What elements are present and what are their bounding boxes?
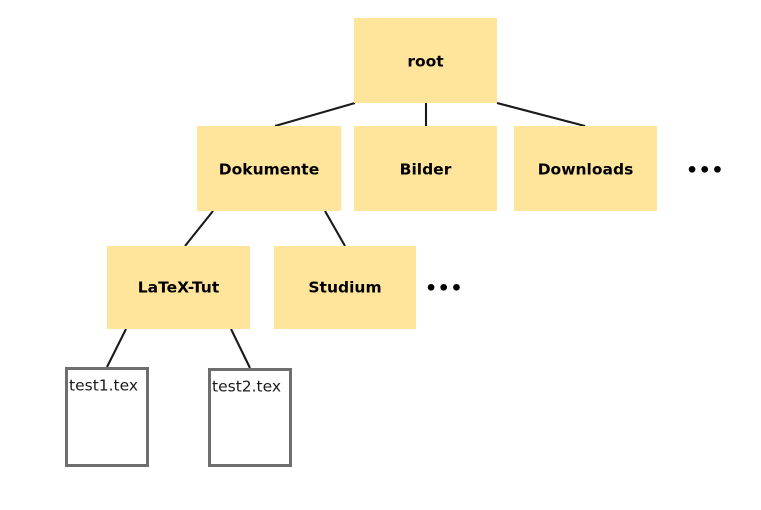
node-latex-tut[interactable]: LaTeX-Tut xyxy=(107,246,250,329)
node-dokumente[interactable]: Dokumente xyxy=(197,126,341,211)
node-latex-tut-box[interactable] xyxy=(107,246,250,329)
node-dokumente-label: Dokumente xyxy=(219,161,319,179)
edge-root-downloads xyxy=(496,101,586,128)
node-dokumente-box[interactable] xyxy=(197,126,341,211)
edge-latex-tut-test2 xyxy=(230,328,251,369)
node-root-box[interactable] xyxy=(354,18,497,103)
node-bilder-box[interactable] xyxy=(354,126,497,211)
node-latex-tut-label: LaTeX-Tut xyxy=(138,279,220,297)
node-downloads-label: Downloads xyxy=(538,161,634,179)
ellipsis-level2: ••• xyxy=(425,278,463,300)
node-studium-label: Studium xyxy=(308,279,381,297)
node-studium-box[interactable] xyxy=(274,246,416,329)
node-downloads-box[interactable] xyxy=(514,126,657,211)
node-test2-tex-label: test2.tex xyxy=(212,378,281,396)
edge-group xyxy=(106,101,586,369)
node-test2-tex-box[interactable] xyxy=(208,368,292,467)
node-test1-tex-label: test1.tex xyxy=(69,377,138,395)
node-test2-tex[interactable]: test2.tex xyxy=(208,368,292,467)
edge-dokumente-studium xyxy=(324,210,346,247)
edge-latex-tut-test1 xyxy=(106,328,127,368)
node-root-label: root xyxy=(407,53,444,71)
node-test1-tex-box[interactable] xyxy=(65,367,149,467)
node-bilder-label: Bilder xyxy=(400,161,452,179)
node-studium[interactable]: Studium xyxy=(274,246,416,329)
node-downloads[interactable]: Downloads xyxy=(514,126,657,211)
node-bilder[interactable]: Bilder xyxy=(354,126,497,211)
node-root[interactable]: root xyxy=(354,18,497,103)
ellipsis-level1: ••• xyxy=(686,160,724,182)
edge-dokumente-latex-tut xyxy=(184,210,214,247)
edge-root-dokumente xyxy=(274,101,356,128)
node-test1-tex[interactable]: test1.tex xyxy=(65,367,149,467)
